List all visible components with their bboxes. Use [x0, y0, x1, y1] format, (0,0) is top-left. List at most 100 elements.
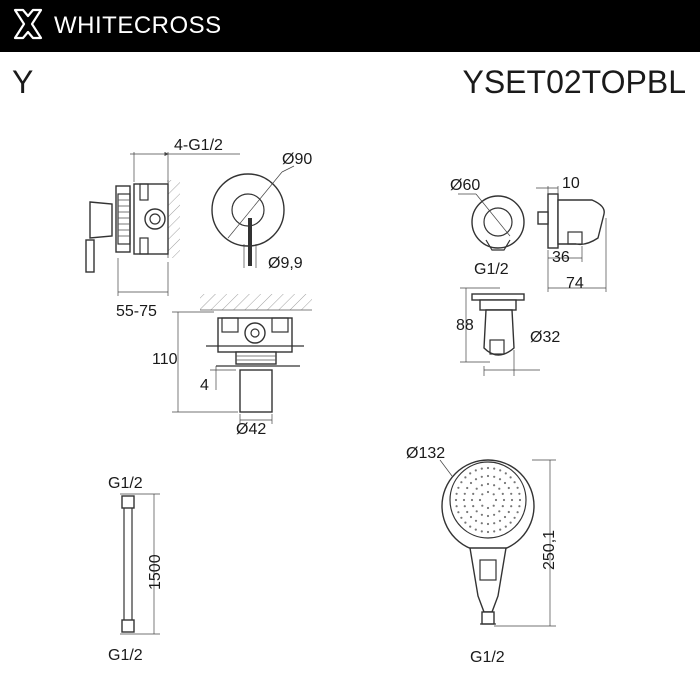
- nozzle-dot: [509, 521, 512, 524]
- nozzle-dot: [501, 492, 504, 495]
- nozzle-dot: [474, 478, 478, 481]
- nozzle-dot: [455, 492, 458, 495]
- valve-offset-label: 4: [200, 377, 209, 394]
- holder-top-view: [460, 287, 540, 376]
- valve-thread-label: 4-G1/2: [174, 137, 223, 154]
- nozzle-dot: [486, 474, 490, 478]
- holder-depth-mid-label: 36: [552, 249, 570, 266]
- shower-head-length-label: 250,1: [541, 530, 558, 570]
- holder-diameter-label: Ø60: [450, 177, 480, 194]
- nozzle-dot: [466, 486, 469, 490]
- nozzle-dot: [493, 475, 496, 478]
- nozzle-dot: [510, 498, 514, 502]
- nozzle-dot: [466, 510, 469, 514]
- nozzle-dot: [463, 492, 466, 495]
- hose-bottom-thread-label: G1/2: [108, 647, 143, 664]
- nozzle-dot: [504, 472, 507, 475]
- nozzle-dot: [518, 498, 522, 502]
- nozzle-dot: [472, 492, 475, 495]
- nozzle-dot: [486, 514, 490, 518]
- nozzle-dot: [510, 492, 513, 495]
- nozzle-dot: [486, 530, 490, 534]
- brand-name: WHITECROSS: [54, 12, 222, 39]
- whitecross-x-logo-icon: [10, 7, 46, 46]
- nozzle-dot: [464, 476, 467, 479]
- nozzle-dot: [486, 490, 490, 494]
- nozzle-dot: [493, 522, 496, 525]
- holder-depth-top-label: 10: [562, 175, 580, 192]
- nozzle-dot: [502, 498, 506, 502]
- nozzle-dot: [470, 498, 474, 502]
- holder-depth-total-label: 74: [566, 275, 584, 292]
- nozzle-dot: [480, 484, 483, 487]
- nozzle-dot: [492, 504, 495, 507]
- nozzle-dot: [486, 506, 490, 510]
- model-code: YSET02TOPBL: [462, 64, 686, 100]
- nozzle-dot: [503, 481, 507, 485]
- valve-side-view: [85, 151, 240, 296]
- nozzle-dot: [493, 530, 496, 533]
- nozzle-dot: [499, 469, 502, 472]
- valve-sleeve-diameter-label: Ø42: [236, 421, 266, 438]
- series-letter: Y: [12, 64, 34, 100]
- nozzle-dot: [492, 493, 495, 496]
- nozzle-dot: [480, 522, 483, 525]
- hose-length-label: 1500: [147, 554, 164, 590]
- nozzle-dot: [474, 519, 478, 522]
- nozzle-dot: [486, 522, 490, 526]
- nozzle-dot: [518, 492, 521, 495]
- nozzle-dot: [516, 486, 519, 489]
- nozzle-dot: [516, 511, 519, 514]
- nozzle-dot: [481, 504, 484, 507]
- nozzle-dot: [475, 487, 478, 490]
- nozzle-dot: [503, 515, 507, 519]
- nozzle-dot: [498, 478, 502, 481]
- nozzle-dot: [486, 466, 490, 470]
- nozzle-dot: [480, 513, 483, 516]
- nozzle-dot: [469, 472, 472, 475]
- nozzle-dot: [493, 513, 496, 516]
- nozzle-dot: [493, 467, 496, 470]
- holder-thread-label: G1/2: [474, 261, 509, 278]
- nozzle-dot: [454, 498, 458, 502]
- holder-front-view: [458, 193, 525, 251]
- valve-plate-diameter-label: Ø90: [282, 151, 312, 168]
- shower-head-diameter-label: Ø132: [406, 445, 445, 462]
- nozzle-dot: [469, 525, 472, 528]
- nozzle-dot: [474, 528, 477, 531]
- holder-bracket-diameter-label: Ø32: [530, 329, 560, 346]
- valve-lever-diameter-label: Ø9,9: [268, 255, 303, 272]
- nozzle-dot: [469, 515, 473, 519]
- nozzle-dot: [475, 510, 478, 513]
- nozzle-dot: [499, 528, 502, 531]
- nozzle-dot: [464, 521, 467, 524]
- nozzle-dot: [501, 505, 504, 508]
- nozzle-dot: [507, 486, 510, 490]
- nozzle-dot: [472, 505, 475, 508]
- nozzle-dot: [498, 487, 501, 490]
- nozzle-dot: [480, 475, 483, 478]
- nozzle-dot: [460, 481, 463, 484]
- nozzle-dot: [486, 482, 490, 486]
- nozzle-dot: [455, 505, 458, 508]
- nozzle-dot: [457, 486, 460, 489]
- nozzle-dot: [513, 516, 516, 519]
- valve-depth-label: 55-75: [116, 303, 157, 320]
- nozzle-dot: [509, 476, 512, 479]
- nozzle-dot: [478, 498, 482, 502]
- brand[interactable]: WHITECROSS: [10, 7, 222, 46]
- shower-head-thread-label: G1/2: [470, 649, 505, 666]
- nozzle-dot: [518, 505, 521, 508]
- holder-side-view: [536, 186, 607, 292]
- nozzle-dot: [493, 484, 496, 487]
- holder-height-label: 88: [456, 317, 474, 334]
- nozzle-dot: [494, 498, 498, 502]
- nozzle-dot: [463, 505, 466, 508]
- nozzle-dot: [513, 481, 516, 484]
- nozzle-dot: [474, 469, 477, 472]
- nozzle-dot: [480, 530, 483, 533]
- valve-front-view: [211, 165, 295, 268]
- nozzle-dot: [504, 525, 507, 528]
- nozzle-dot: [498, 519, 502, 522]
